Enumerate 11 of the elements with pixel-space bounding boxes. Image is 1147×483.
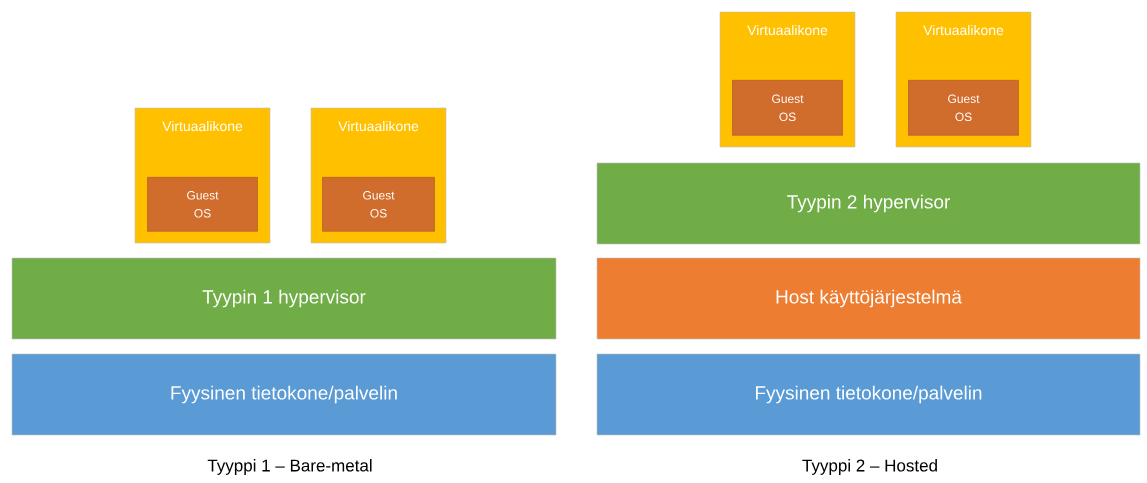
caption: Tyyppi 1 – Bare-metal — [207, 459, 372, 475]
layer-box: Tyypin 2 hypervisor — [596, 162, 1141, 245]
guest-os-box: Guest OS — [322, 177, 435, 232]
guest-os-box: Guest OS — [908, 80, 1019, 136]
caption: Tyyppi 2 – Hosted — [802, 459, 937, 475]
layer-box: Fyysinen tietokone/palvelin — [596, 353, 1141, 436]
layer-box: Tyypin 1 hypervisor — [11, 257, 557, 340]
guest-os-box: Guest OS — [147, 177, 258, 232]
layer-box: Fyysinen tietokone/palvelin — [11, 353, 557, 436]
guest-os-box: Guest OS — [732, 80, 843, 136]
layer-box: Host käyttöjärjestelmä — [596, 257, 1141, 340]
